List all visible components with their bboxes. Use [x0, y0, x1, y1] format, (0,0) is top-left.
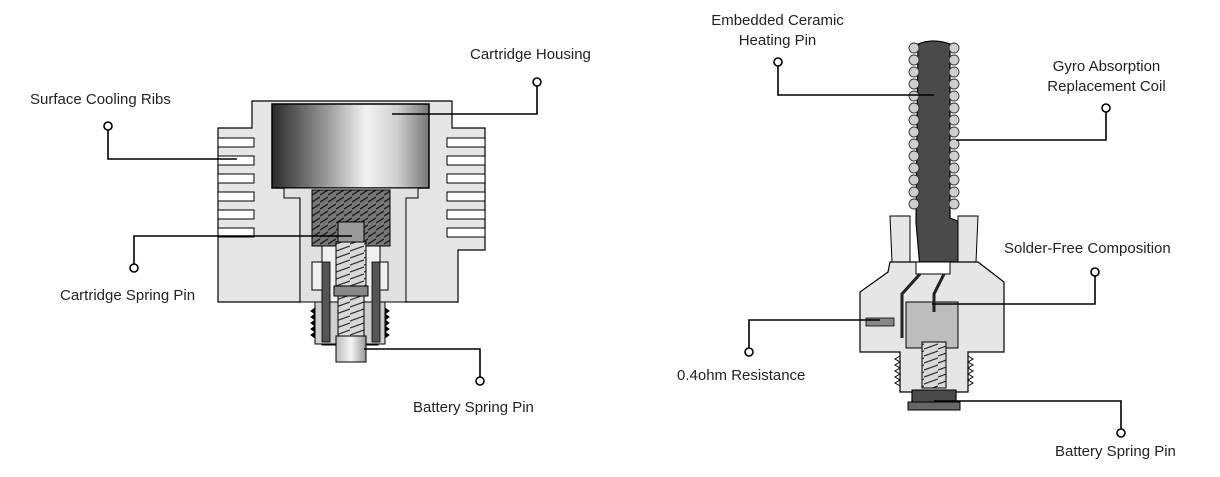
leader-resistance	[748, 319, 880, 352]
label-battery-spring-pin-left: Battery Spring Pin	[413, 399, 534, 416]
battery-spring-right	[921, 341, 947, 389]
battery-spring	[337, 295, 365, 337]
right-atomizer-cross-section	[859, 40, 1005, 411]
label-embedded-ceramic-line2: Heating Pin	[738, 32, 817, 49]
leader-cooling-ribs	[107, 126, 237, 160]
label-solder-free-composition: Solder-Free Composition	[1004, 240, 1171, 257]
cooling-ribs-left	[217, 137, 255, 238]
leader-heating-pin	[777, 62, 934, 96]
right-leader-terminals	[744, 57, 1126, 438]
cartridge-spring	[335, 241, 367, 287]
label-gyro-absorption-coil: Gyro Absorption Replacement Coil	[1034, 57, 1179, 97]
leader-battery-spring-pin-left	[364, 348, 481, 381]
leader-gyro-coil	[956, 108, 1107, 141]
gyro-coil-left	[908, 42, 920, 210]
leader-cartridge-housing	[392, 82, 538, 115]
right-leader-lines	[748, 62, 1122, 433]
cooling-ribs-right	[446, 137, 486, 238]
label-gyro-line1: Gyro Absorption	[1052, 58, 1161, 75]
label-cartridge-housing: Cartridge Housing	[470, 46, 591, 63]
label-battery-spring-pin-right: Battery Spring Pin	[1055, 443, 1176, 460]
label-cartridge-spring-pin: Cartridge Spring Pin	[60, 287, 196, 304]
label-embedded-ceramic-line1: Embedded Ceramic	[711, 12, 844, 29]
leader-cartridge-spring-pin	[133, 235, 352, 268]
left-leader-terminals	[103, 77, 542, 386]
label-surface-cooling-ribs: Surface Cooling Ribs	[30, 91, 171, 108]
gyro-coil-right	[948, 42, 960, 210]
label-embedded-ceramic-heating-pin: Embedded Ceramic Heating Pin	[700, 11, 855, 51]
label-resistance: 0.4ohm Resistance	[677, 367, 806, 384]
leader-battery-spring-pin-right	[934, 400, 1122, 433]
left-leader-lines	[107, 82, 538, 381]
left-cartridge-cross-section	[217, 100, 486, 363]
label-gyro-line2: Replacement Coil	[1047, 78, 1166, 95]
cartridge-housing-part	[271, 103, 430, 189]
leader-solder-free	[932, 272, 1096, 305]
